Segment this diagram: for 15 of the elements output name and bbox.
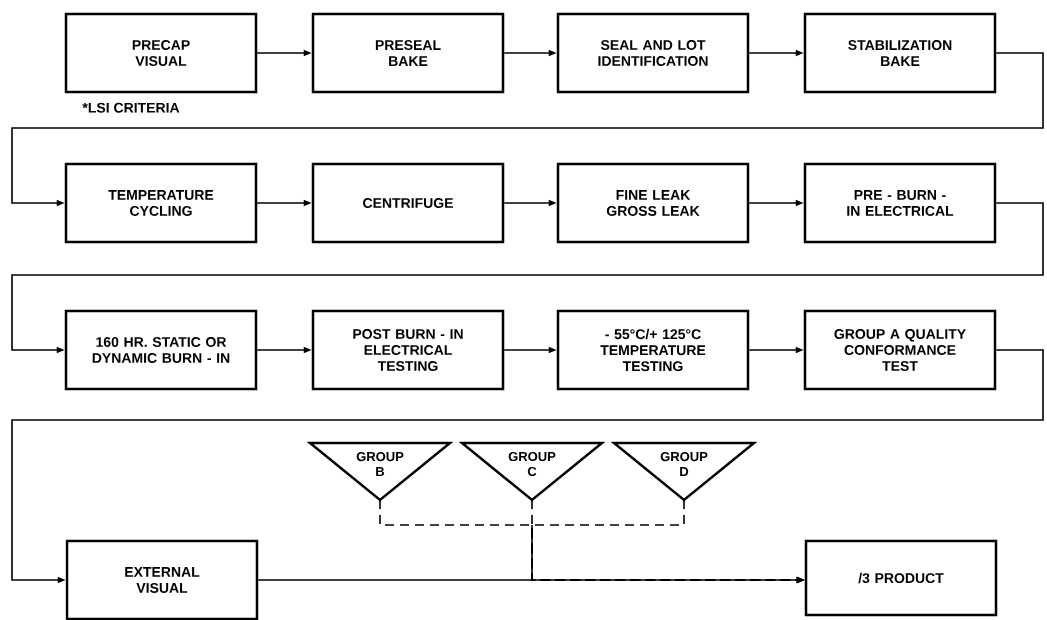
process-box: PRECAP VISUAL — [64, 12, 258, 94]
process-box: SEAL AND LOT IDENTIFICATION — [556, 12, 750, 94]
process-box: /3 PRODUCT — [804, 539, 998, 617]
process-box: POST BURN - IN ELECTRICAL TESTING — [311, 309, 505, 391]
process-box: STABILIZATION BAKE — [803, 12, 997, 94]
process-box: PRESEAL BAKE — [311, 12, 505, 94]
process-box: PRE - BURN - IN ELECTRICAL — [803, 162, 997, 244]
process-box: CENTRIFUGE — [311, 162, 505, 244]
process-box: EXTERNAL VISUAL — [65, 539, 259, 620]
note-text: *LSI CRITERIA — [82, 102, 180, 113]
process-box: GROUP A QUALITY CONFORMANCE TEST — [803, 309, 997, 391]
process-box: TEMPERATURE CYCLING — [64, 162, 258, 244]
process-box: FINE LEAK GROSS LEAK — [556, 162, 750, 244]
process-box: 160 HR. STATIC OR DYNAMIC BURN - IN — [64, 309, 258, 391]
process-box: - 55°C/+ 125°C TEMPERATURE TESTING — [556, 309, 750, 391]
